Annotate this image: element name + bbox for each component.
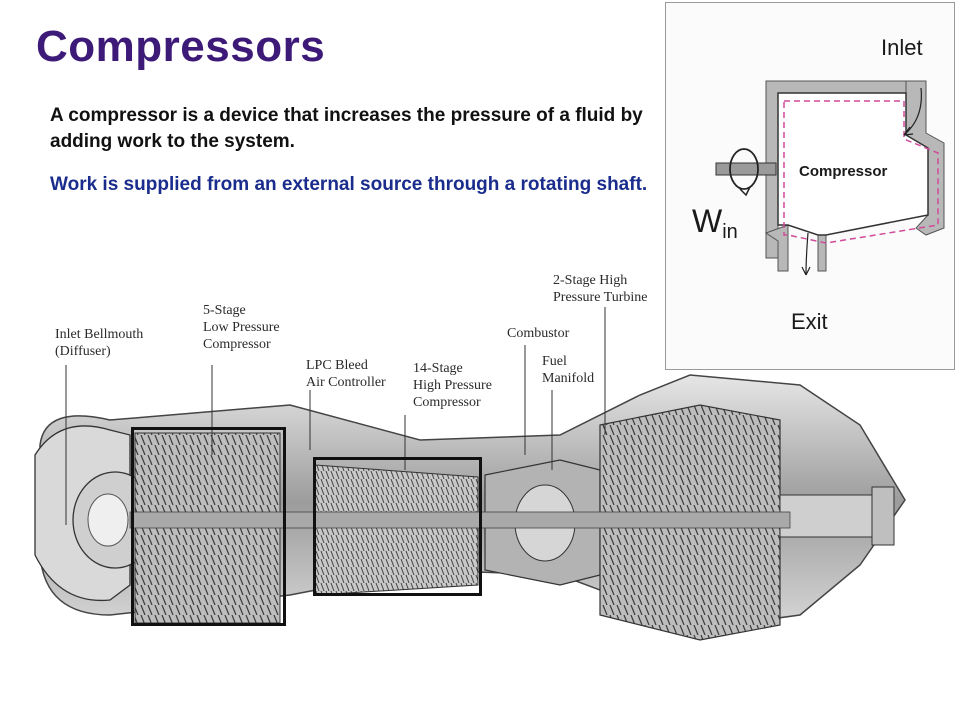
callout-combustor: Combustor: [507, 326, 570, 341]
callout-inlet-bellmouth: Inlet Bellmouth (Diffuser): [55, 327, 144, 359]
hp-compressor-highlight-box: [313, 457, 482, 596]
definition-text: A compressor is a device that increases …: [50, 105, 643, 152]
exit-label: Exit: [791, 309, 828, 334]
callout-fuel-manifold: Fuel Manifold: [542, 354, 595, 386]
lp-compressor-highlight-box: [131, 427, 286, 626]
work-source-text: Work is supplied from an external source…: [50, 174, 648, 195]
compressor-diagram: Inlet Compressor Win Exit: [665, 2, 955, 370]
callout-high-pressure-turbine: 2-Stage High Pressure Turbine: [553, 273, 648, 305]
slide-title: Compressors: [36, 22, 326, 71]
work-input-label: Win: [692, 203, 738, 243]
callout-lpc-bleed: LPC Bleed Air Controller: [306, 358, 386, 390]
callout-low-pressure-compressor: 5-Stage Low Pressure Compressor: [203, 303, 280, 352]
callout-high-pressure-compressor: 14-Stage High Pressure Compressor: [413, 361, 492, 410]
compressor-label: Compressor: [799, 163, 888, 180]
jet-engine-cutaway: [34, 307, 906, 641]
compressor-schematic: [715, 80, 945, 276]
inlet-label: Inlet: [881, 35, 923, 60]
